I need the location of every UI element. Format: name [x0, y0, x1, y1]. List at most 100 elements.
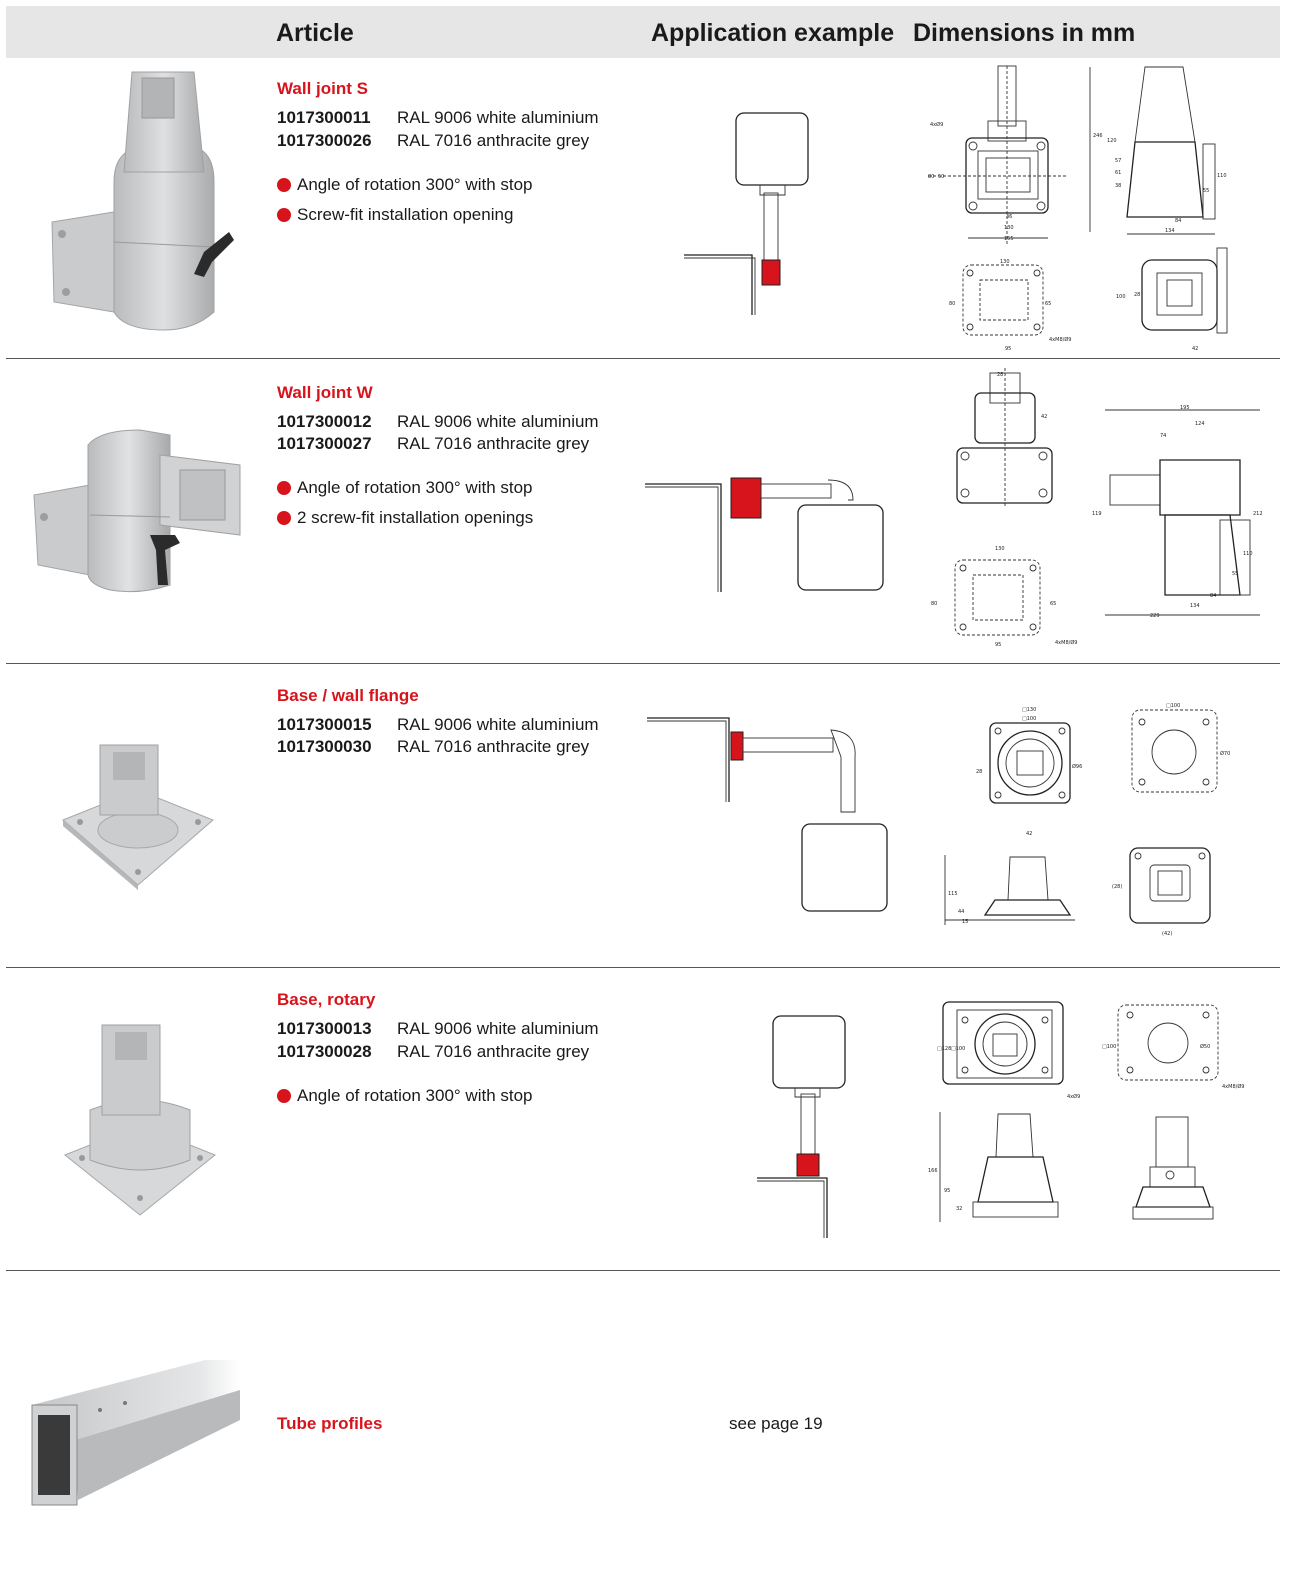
dim-label: 4xØ9	[930, 121, 943, 128]
table-header: Article Application example Dimensions i…	[6, 6, 1280, 58]
product-photo-base-rotary	[64, 1024, 216, 1216]
article-code: 1017300015	[277, 715, 372, 734]
article-code: 1017300012	[277, 412, 372, 431]
header-application: Application example	[651, 19, 895, 47]
dim-label: □100	[951, 1046, 965, 1052]
product-title: Base / wall flange	[277, 686, 419, 705]
dim-label: 4xM8/Ø9	[1222, 1083, 1244, 1090]
dim-label: 65	[1045, 301, 1051, 307]
feature-item: Screw-fit installation opening	[277, 205, 513, 225]
product-photo-wall-joint-w	[33, 429, 241, 593]
dim-label: (28)	[1112, 884, 1122, 890]
dim-label: 32	[956, 1206, 962, 1212]
dimension-drawing-wall-joint-w-top: 28 42	[956, 368, 1053, 508]
dim-label: 50	[938, 174, 944, 180]
dim-label: 155	[1004, 236, 1014, 242]
article-code: 1017300026	[277, 131, 372, 150]
row-divider	[6, 663, 1280, 664]
article-code: 1017300030	[277, 737, 372, 756]
application-drawing-wall-joint-s	[684, 112, 809, 315]
header-dimensions: Dimensions in mm	[913, 19, 1136, 47]
dim-label: 100	[1116, 294, 1126, 300]
dim-label: □100	[1166, 703, 1180, 709]
product-title: Base, rotary	[277, 990, 376, 1009]
page-reference: see page 19	[729, 1414, 823, 1433]
dim-label: □100	[1022, 716, 1036, 722]
dim-label: 36	[1006, 214, 1012, 220]
dim-label: 42	[1192, 346, 1198, 352]
feature-item: Angle of rotation 300° with stop	[277, 175, 533, 195]
article-code: 1017300027	[277, 434, 372, 453]
dim-label: 84	[1175, 218, 1181, 224]
dim-label: 95	[944, 1188, 950, 1194]
dim-label: □100	[1102, 1044, 1116, 1050]
dimension-drawing-base-flange: □100 Ø70	[1131, 703, 1230, 793]
feature-item: 2 screw-fit installation openings	[277, 508, 533, 528]
dim-label: 246	[1093, 133, 1103, 139]
feature-text: Angle of rotation 300° with stop	[297, 175, 533, 194]
bullet-icon	[277, 1089, 291, 1103]
dim-label: 95	[995, 642, 1001, 648]
dim-label: 4xØ9	[1067, 1093, 1080, 1100]
dim-label: 120	[1107, 138, 1117, 144]
dim-label: 212	[1253, 511, 1263, 517]
article-desc: RAL 7016 anthracite grey	[397, 737, 590, 756]
dim-label: 42	[1041, 414, 1047, 420]
product-photo-wall-joint-s	[51, 71, 234, 331]
dim-label: 28	[997, 372, 1003, 378]
dim-label: 55	[1232, 571, 1238, 577]
dim-label: 115	[948, 891, 958, 897]
dim-label: 124	[1195, 421, 1205, 427]
application-drawing-wall-joint-w	[645, 477, 884, 592]
dim-label: 65	[1050, 601, 1056, 607]
product-title: Wall joint S	[277, 79, 368, 98]
article-desc: RAL 9006 white aluminium	[397, 412, 599, 431]
row-divider	[6, 358, 1280, 359]
feature-text: Angle of rotation 300° with stop	[297, 1086, 533, 1105]
dim-label: 166	[928, 1168, 938, 1174]
dim-label: 110	[1217, 173, 1227, 179]
article-code: 1017300011	[277, 108, 371, 127]
feature-text: 2 screw-fit installation openings	[297, 508, 534, 527]
dim-label: Ø50	[1200, 1043, 1210, 1050]
article-code: 1017300028	[277, 1042, 372, 1061]
dim-label: 130	[1004, 225, 1014, 231]
feature-text: Screw-fit installation opening	[297, 205, 514, 224]
dimension-drawing-base-side: 115 44 15	[944, 855, 1075, 925]
application-drawing-base-rotary	[757, 1015, 846, 1238]
article-desc: RAL 7016 anthracite grey	[397, 434, 590, 453]
dim-label: 134	[1165, 228, 1175, 234]
article-code: 1017300013	[277, 1019, 372, 1038]
dim-label: 195	[1180, 405, 1190, 411]
dim-label: 80	[931, 601, 937, 607]
dimension-drawing-rotary-flange: □100 Ø50 4xM8/Ø9	[1102, 1004, 1244, 1090]
article-desc: RAL 9006 white aluminium	[397, 108, 599, 127]
dim-label: 15	[962, 919, 968, 925]
dimension-drawing-wall-joint-s-flange: 130 80 65 95 4xM8/Ø9	[949, 259, 1071, 352]
bullet-icon	[277, 511, 291, 525]
dimension-drawing-wall-joint-w-side: 195 124 74 119 212 110 55 84 134 229	[1092, 405, 1263, 619]
article-desc: RAL 7016 anthracite grey	[397, 131, 590, 150]
dimension-drawing-wall-joint-s-top: 4xØ9 80 50 36 130 155	[928, 65, 1068, 246]
dim-label: 44	[958, 909, 964, 915]
dim-label: 61	[1115, 170, 1121, 176]
product-photo-base-wall-flange	[62, 744, 214, 890]
dim-label: 80	[928, 174, 934, 180]
dimension-drawing-rotary-front	[1132, 1116, 1214, 1220]
dim-label: 134	[1190, 603, 1200, 609]
dim-label: Ø96	[1072, 763, 1082, 770]
dimension-drawing-rotary-top: □128 □100 4xØ9	[937, 1001, 1080, 1100]
feature-item: Angle of rotation 300° with stop	[277, 1086, 533, 1106]
dim-label: 95	[1005, 346, 1011, 352]
dim-label: (42)	[1162, 931, 1172, 937]
dim-label: 130	[1000, 259, 1010, 265]
product-title: Wall joint W	[277, 383, 373, 402]
dim-label: 80	[949, 301, 955, 307]
dim-label: 4xM8/Ø9	[1049, 336, 1071, 343]
row-divider	[6, 1270, 1280, 1271]
dim-label: Ø70	[1220, 750, 1230, 757]
dim-label: 55	[1203, 188, 1209, 194]
dimension-drawing-wall-joint-w-flange: 130 80 65 95 4xM8/Ø9	[931, 546, 1077, 648]
bullet-icon	[277, 208, 291, 222]
dim-label: 42	[1026, 831, 1032, 837]
